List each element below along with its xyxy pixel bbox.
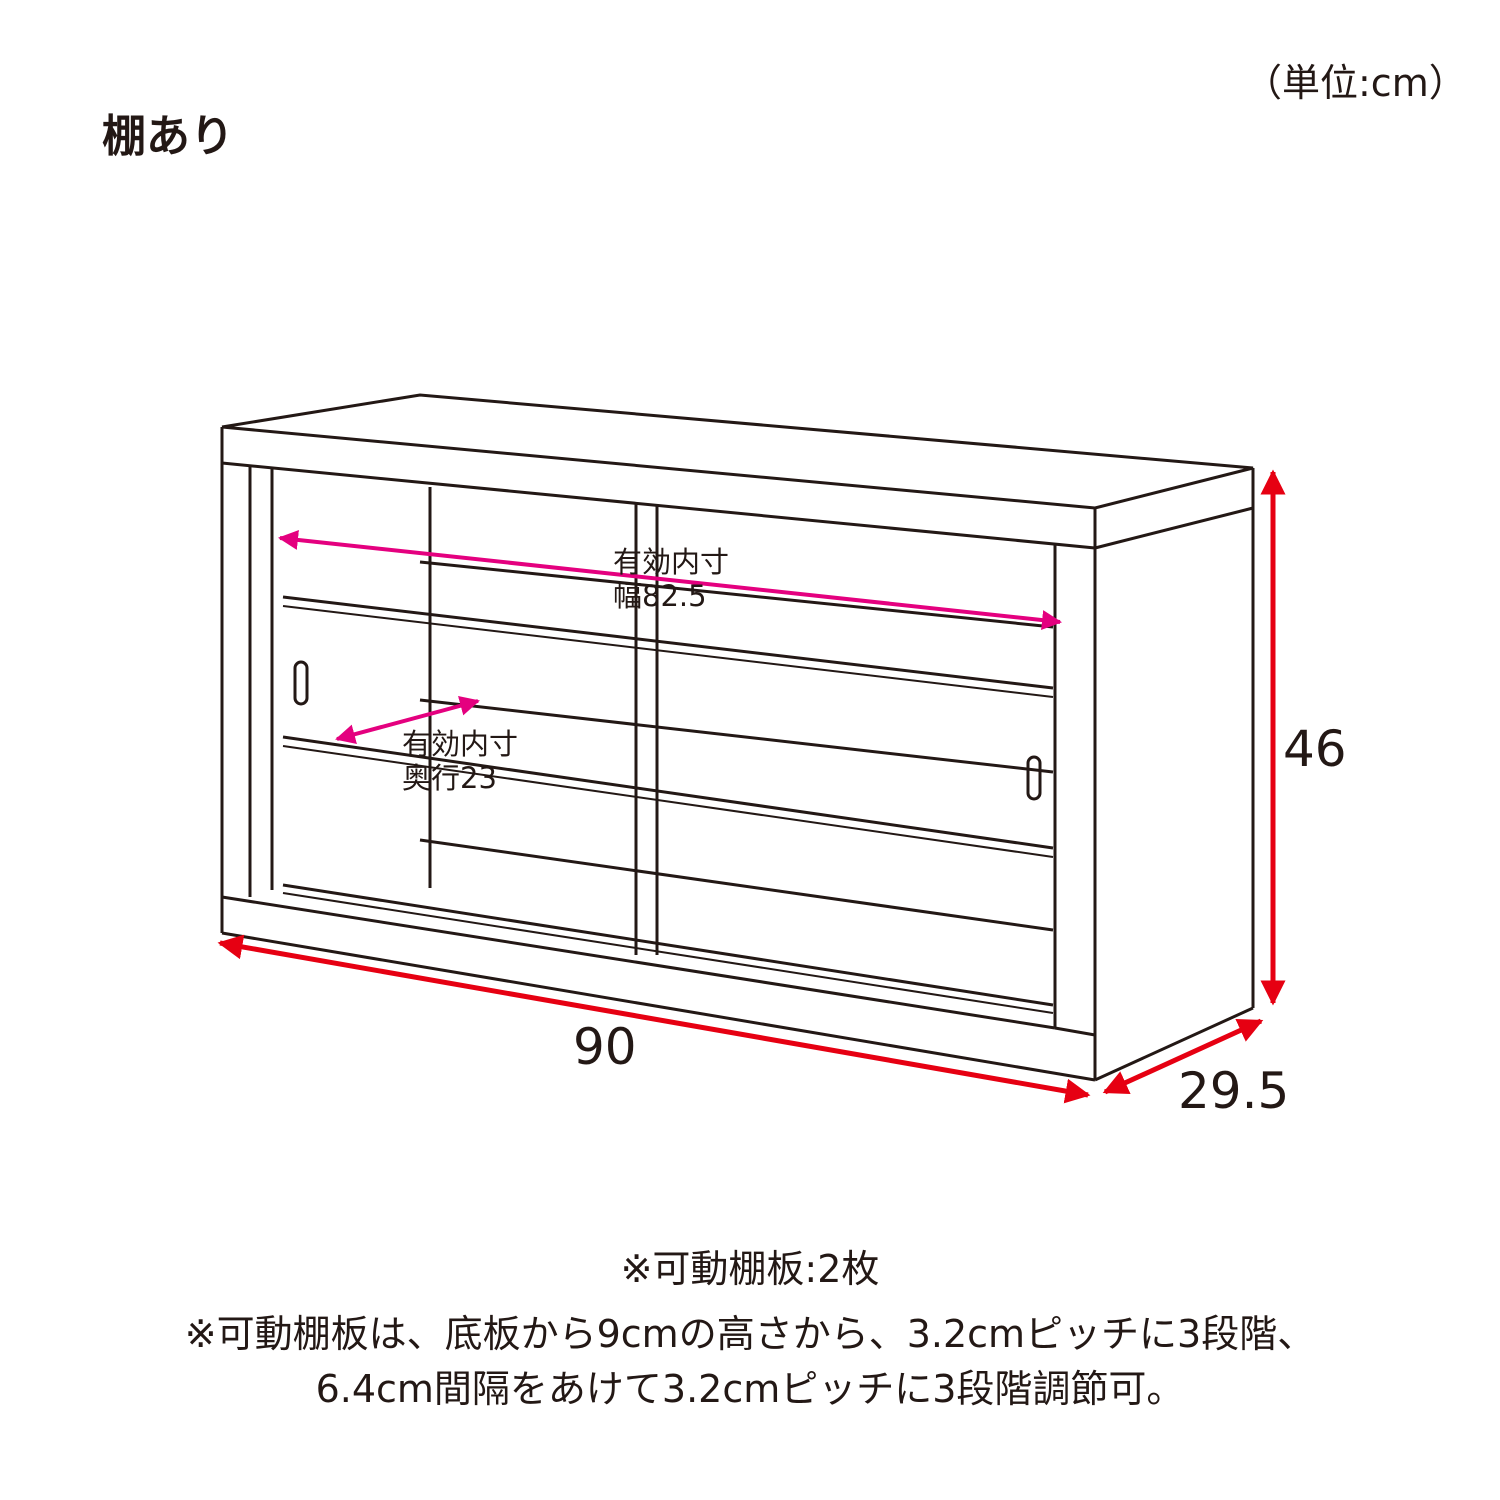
inner-depth-label: 有効内寸 奥行23 [402,727,519,795]
outer-dimension-arrows [217,469,1286,1104]
diagram-title: 棚あり [102,111,234,162]
inner-width-label: 有効内寸 幅82.5 [613,545,730,613]
inner-dimension-arrows [278,529,1062,744]
width-dimension: 90 [573,1018,637,1076]
unit-label: （単位:cm） [1244,61,1467,105]
note-shelf-adjust-2: 6.4cm間隔をあけて3.2cmピッチに3段階調節可。 [315,1367,1185,1411]
height-dimension: 46 [1283,720,1347,778]
note-shelf-adjust-1: ※可動棚板は、底板から9cmの高さから、3.2cmピッチに3段階、 [184,1312,1316,1356]
depth-dimension: 29.5 [1178,1062,1290,1120]
note-shelf-count: ※可動棚板:2枚 [620,1247,880,1291]
cabinet-outline [220,393,1255,1082]
